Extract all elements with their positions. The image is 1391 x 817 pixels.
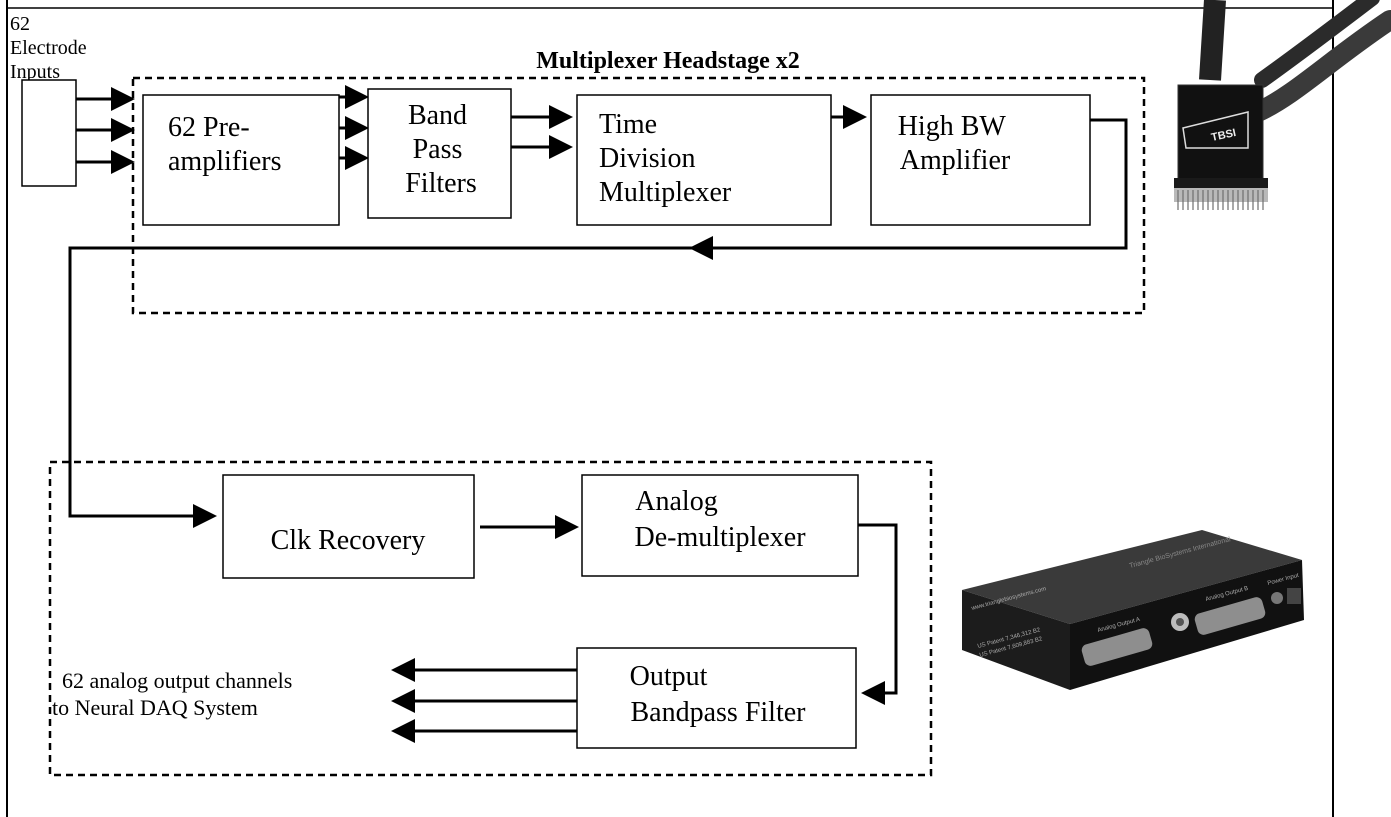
receiver-photo: Triangle BioSystems International www.tr… [962, 530, 1304, 690]
clock-recovery-label: Clk Recovery [271, 525, 426, 556]
electrode-connector [21, 79, 77, 187]
high-bw-amplifier-block [870, 94, 1091, 226]
bandpass-filters-label: Band Pass Filters [405, 100, 477, 199]
output-bandpass-filter-block [576, 647, 857, 749]
time-division-multiplexer-block [576, 94, 832, 226]
headstage-title: Multiplexer Headstage x2 [536, 48, 800, 74]
outer-frame [6, 0, 1334, 817]
headstage-region [131, 76, 1146, 315]
time-division-multiplexer-label: Time Division Multiplexer [599, 109, 732, 208]
preamp-to-filter-arrows [339, 85, 369, 170]
bandpass-filters-block [367, 88, 512, 219]
high-bw-amplifier-label: High BW Amplifier [898, 111, 1013, 176]
receiver-region [48, 460, 933, 777]
preamplifiers-block [142, 94, 340, 226]
clock-recovery-block [222, 474, 475, 579]
headstage-photo: TBSI [1174, 0, 1391, 210]
tbsi-logo-text: TBSI [1210, 127, 1237, 144]
amplifier-return-wire [689, 118, 1128, 260]
output-channel-arrows [391, 658, 577, 743]
output-bandpass-filter-label: Output Bandpass Filter [630, 661, 807, 728]
electrode-inputs-label: 62 Electrode Inputs [10, 13, 92, 83]
output-channels-label: 62 analog output channels to Neural DAQ … [52, 668, 298, 720]
headstage-to-receiver-wire [68, 246, 694, 528]
analog-demultiplexer-block [581, 474, 859, 577]
demux-to-filter-wire [858, 523, 898, 705]
analog-demultiplexer-label: Analog De-multiplexer [634, 486, 806, 553]
electrode-arrows [76, 87, 135, 174]
preamplifiers-label: 62 Pre- amplifiers [168, 112, 282, 177]
filter-to-tdm-arrows [511, 105, 573, 159]
